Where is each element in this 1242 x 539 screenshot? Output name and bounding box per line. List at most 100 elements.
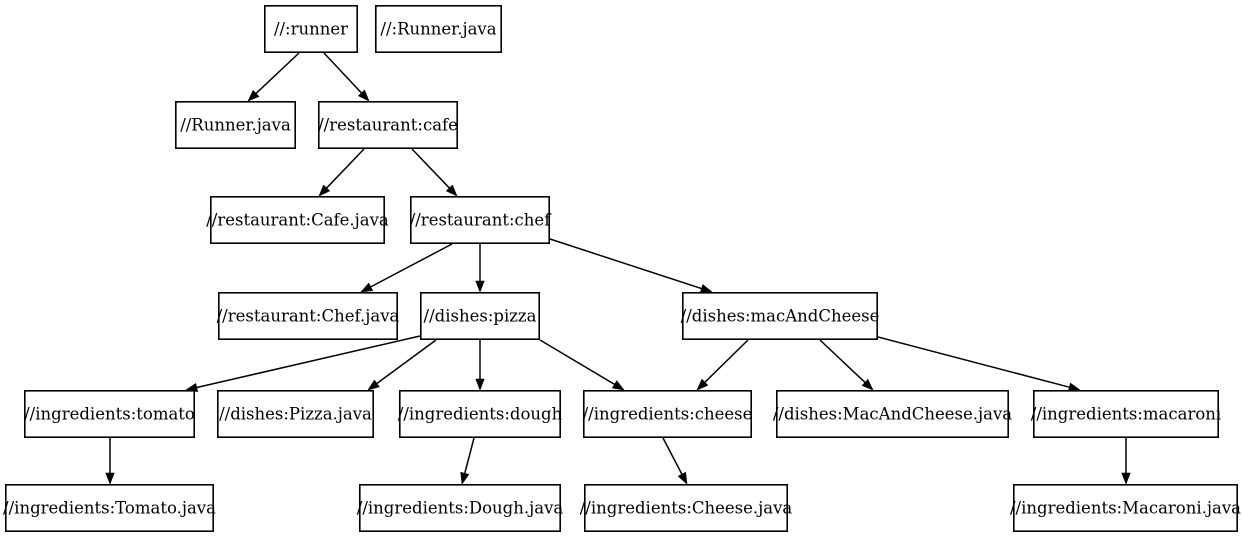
graph-edge (1121, 438, 1131, 485)
edge-arrowhead-icon (861, 378, 874, 391)
edge-arrowhead-icon (318, 184, 331, 197)
graph-edges (105, 52, 1131, 485)
edge-line (662, 437, 683, 475)
graph-node[interactable]: //dishes:pizza (419, 291, 540, 340)
node-label: //ingredients:macaroni (1031, 405, 1221, 424)
edge-line (323, 52, 363, 94)
graph-node[interactable]: //Runner.java (175, 101, 297, 150)
graph-edge (318, 148, 365, 197)
node-label: //Runner.java (180, 116, 291, 135)
edge-line (326, 148, 365, 189)
edge-arrowhead-icon (460, 471, 470, 485)
edge-arrowhead-icon (475, 378, 485, 391)
edge-arrowhead-icon (360, 282, 374, 293)
edge-line (877, 336, 1070, 388)
graph-node[interactable]: //dishes:Pizza.java (217, 389, 374, 438)
graph-edge (247, 52, 300, 102)
graph-node[interactable]: //ingredients:dough (398, 389, 563, 438)
node-box[interactable] (210, 196, 385, 245)
node-box[interactable] (23, 389, 195, 438)
node-box[interactable] (582, 389, 752, 438)
graph-node[interactable]: //ingredients:tomato (23, 389, 195, 438)
node-label: //dishes:macAndCheese (681, 307, 880, 326)
edge-arrowhead-icon (105, 472, 115, 485)
graph-node[interactable]: //restaurant:Cafe.java (206, 196, 389, 245)
graph-node[interactable]: //:Runner.java (374, 5, 502, 54)
node-box[interactable] (218, 291, 398, 340)
node-box[interactable] (398, 389, 561, 438)
edge-line (549, 238, 702, 290)
edge-arrowhead-icon (611, 380, 625, 391)
node-box[interactable] (419, 291, 540, 340)
node-box[interactable] (217, 389, 374, 438)
graph-node[interactable]: //ingredients:Cheese.java (580, 483, 793, 532)
graph-edge (411, 148, 458, 197)
graph-edge (662, 437, 688, 485)
graph-node[interactable]: //ingredients:cheese (582, 389, 753, 438)
graph-edge (323, 52, 370, 102)
edge-arrowhead-icon (475, 280, 485, 293)
graph-edge (877, 336, 1081, 392)
node-label: //ingredients:Macaroni.java (1010, 499, 1241, 518)
node-box[interactable] (175, 101, 297, 150)
node-box[interactable] (1033, 389, 1220, 438)
node-label: //restaurant:chef (410, 211, 553, 230)
graph-node[interactable]: //:runner (263, 5, 358, 54)
node-box[interactable] (775, 389, 1009, 438)
edge-line (539, 339, 615, 386)
graph-node[interactable]: //restaurant:chef (409, 196, 553, 245)
graph-node[interactable]: //ingredients:Dough.java (357, 483, 564, 532)
node-box[interactable] (681, 291, 878, 340)
graph-node[interactable]: //ingredients:Tomato.java (3, 483, 216, 532)
node-box[interactable] (374, 5, 502, 54)
edge-line (704, 339, 749, 383)
graph-nodes: //:runner //:Runner.java //Runner.java //re… (3, 5, 1241, 532)
node-label: //ingredients:cheese (583, 405, 753, 424)
edge-arrowhead-icon (696, 378, 709, 391)
edge-arrowhead-icon (367, 379, 380, 391)
edge-line (370, 243, 453, 288)
node-box[interactable] (409, 196, 550, 245)
edge-arrowhead-icon (445, 184, 458, 197)
node-box[interactable] (358, 483, 561, 532)
edge-line (411, 148, 450, 189)
edge-arrowhead-icon (247, 89, 260, 102)
node-label: //:runner (274, 20, 348, 39)
edge-line (376, 339, 437, 385)
node-label: //dishes:pizza (424, 307, 537, 326)
edge-arrowhead-icon (357, 89, 370, 102)
node-label: //ingredients:Dough.java (357, 499, 564, 518)
graph-edge (539, 339, 625, 391)
graph-node[interactable]: //restaurant:Chef.java (217, 291, 400, 340)
edge-line (255, 52, 300, 95)
graph-node[interactable]: //ingredients:Macaroni.java (1010, 483, 1241, 532)
graph-edge (696, 339, 749, 391)
node-label: //ingredients:Cheese.java (580, 499, 793, 518)
node-box[interactable] (1012, 483, 1238, 532)
edge-arrowhead-icon (699, 284, 713, 293)
node-box[interactable] (583, 483, 788, 532)
graph-node[interactable]: //dishes:macAndCheese (681, 291, 880, 340)
node-label: //ingredients:dough (398, 405, 563, 424)
node-label: //ingredients:Tomato.java (3, 499, 216, 518)
graph-edge (475, 244, 485, 293)
graph-node[interactable]: //ingredients:macaroni (1031, 389, 1221, 438)
edge-arrowhead-icon (1121, 472, 1131, 485)
node-label: //restaurant:Chef.java (217, 307, 400, 326)
graph-edge (475, 340, 485, 391)
node-box[interactable] (317, 101, 458, 150)
node-box[interactable] (5, 483, 214, 532)
node-box[interactable] (263, 5, 358, 54)
node-label: //restaurant:Cafe.java (206, 211, 389, 230)
edge-arrowhead-icon (677, 471, 688, 485)
graph-edge (367, 339, 437, 391)
node-label: //restaurant:cafe (318, 116, 458, 135)
edge-line (464, 437, 475, 474)
graph-edge (185, 335, 421, 392)
graph-node[interactable]: //dishes:MacAndCheese.java (773, 389, 1012, 438)
graph-edge (360, 243, 453, 293)
node-label: //dishes:Pizza.java (219, 405, 372, 424)
graph-edge (549, 238, 713, 293)
graph-node[interactable]: //restaurant:cafe (317, 101, 458, 150)
